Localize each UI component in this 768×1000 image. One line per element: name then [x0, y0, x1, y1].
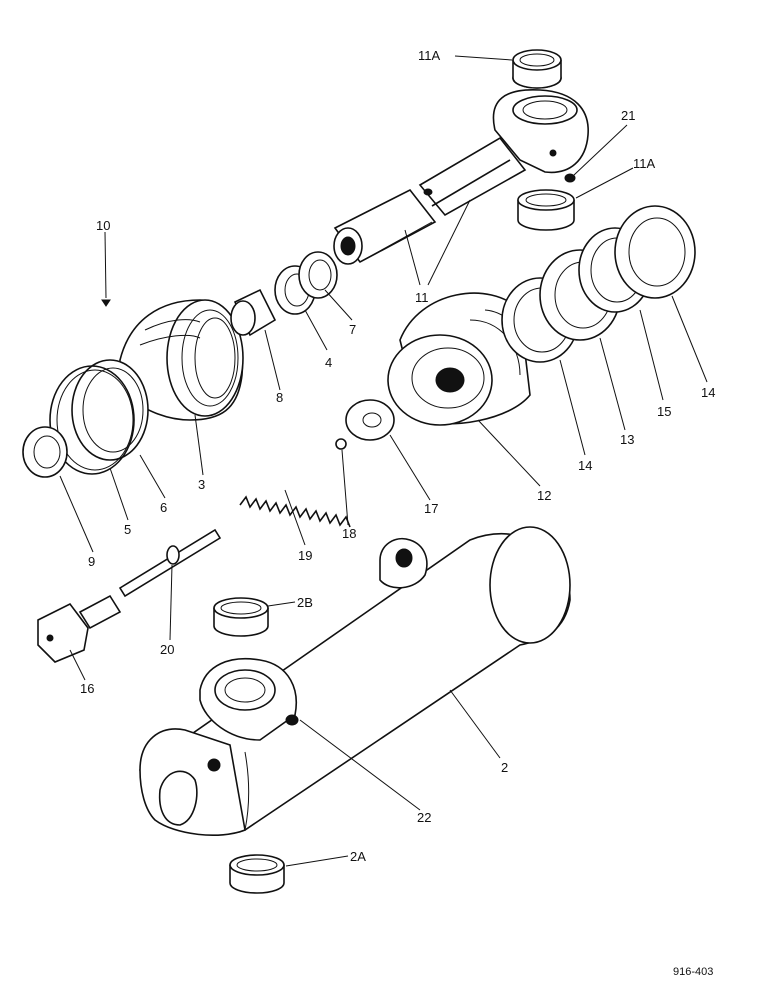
part-12-piston [387, 292, 531, 426]
part-2a-bushing [229, 854, 285, 894]
callout-labels: 11A 21 11A 10 11 7 4 8 3 6 5 9 14 15 13 … [80, 48, 715, 864]
callout-15: 15 [657, 404, 671, 419]
part-19-spring [239, 495, 351, 528]
callout-2: 2 [501, 760, 508, 775]
callout-3: 3 [198, 477, 205, 492]
part-18-ball [335, 438, 347, 450]
part-11-rod-tube [333, 188, 437, 265]
part-7-seal [298, 251, 338, 299]
part-16-plug [37, 594, 122, 663]
part-3-gland [119, 299, 244, 421]
part-14-ring-right [614, 205, 696, 299]
part-11-rod-eye [418, 89, 589, 217]
callout-8: 8 [276, 390, 283, 405]
part-2b-bushing [213, 597, 269, 637]
callout-20: 20 [160, 642, 174, 657]
callout-16: 16 [80, 681, 94, 696]
part-11a-right-bushing [517, 189, 575, 231]
callout-11a-right: 11A [633, 156, 655, 171]
callout-22: 22 [417, 810, 431, 825]
part-9-wiper [22, 426, 68, 478]
part-21-grease-fitting [564, 173, 576, 183]
part-6-o-ring [71, 359, 149, 461]
part-17-washer [345, 399, 395, 441]
drawing-code: 916-403 [673, 966, 713, 978]
callout-7: 7 [349, 322, 356, 337]
callout-17: 17 [424, 501, 438, 516]
callout-13: 13 [620, 432, 634, 447]
callout-9: 9 [88, 554, 95, 569]
part-5-ring [49, 365, 135, 475]
leader-lines [59, 55, 708, 867]
callout-14-right: 14 [701, 385, 715, 400]
callout-5: 5 [124, 522, 131, 537]
callout-11: 11 [415, 290, 429, 305]
part-8-bushing [230, 288, 277, 337]
callout-6: 6 [160, 500, 167, 515]
callout-10: 10 [96, 218, 110, 233]
part-10-screw [101, 299, 111, 307]
callout-11a-top: 11A [418, 48, 440, 63]
callout-18: 18 [342, 526, 356, 541]
callout-2b: 2B [297, 595, 313, 610]
part-20-pin [118, 528, 222, 598]
callout-4: 4 [325, 355, 332, 370]
callout-19: 19 [298, 548, 312, 563]
callout-12: 12 [537, 488, 551, 503]
callout-14-mid: 14 [578, 458, 592, 473]
part-2-cylinder-barrel [139, 526, 571, 836]
part-11a-top-bushing [512, 49, 562, 89]
callout-2a: 2A [350, 849, 366, 864]
callout-21: 21 [621, 108, 635, 123]
